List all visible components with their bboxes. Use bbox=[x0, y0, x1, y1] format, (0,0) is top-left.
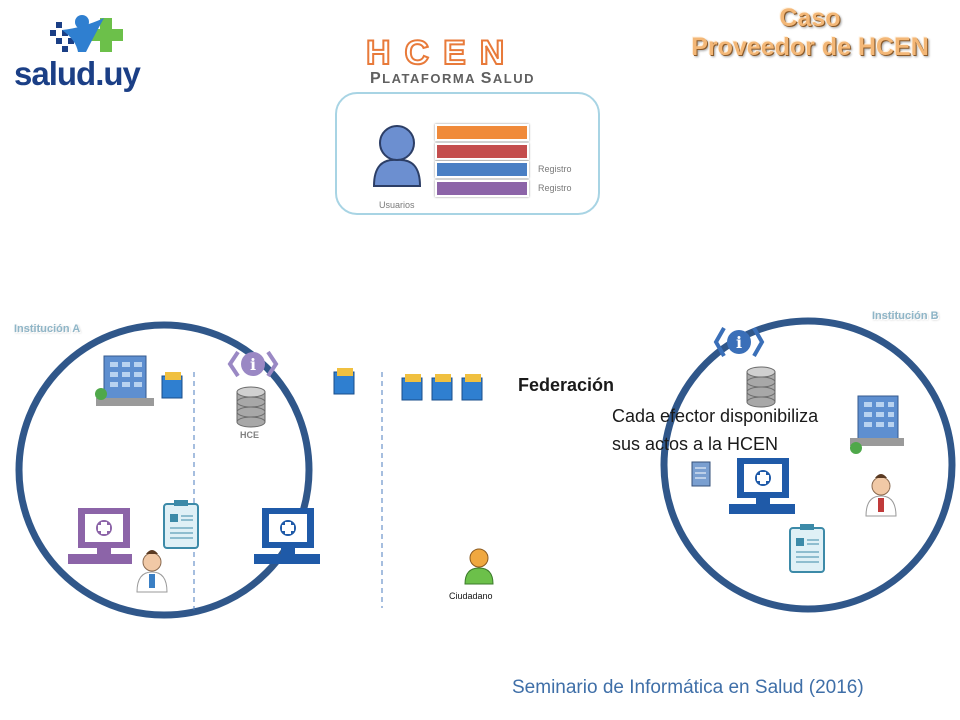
ciudadano-label: Ciudadano bbox=[449, 591, 493, 601]
institution-a-label: Institución A bbox=[14, 323, 81, 335]
info-badge-a-icon: i bbox=[227, 350, 279, 378]
institution-a-circle bbox=[15, 321, 313, 619]
info-badge-b-icon: i bbox=[713, 327, 765, 357]
logo-text: salud.uy bbox=[14, 55, 141, 92]
usuarios-icon bbox=[372, 125, 422, 187]
hospital-b-icon bbox=[850, 395, 904, 454]
database-b-icon bbox=[746, 366, 776, 408]
clipboard-b-icon bbox=[789, 524, 825, 573]
federacion-description: Cada efector disponibiliza sus actos a l… bbox=[612, 402, 818, 458]
federacion-line-2: sus actos a la HCEN bbox=[612, 434, 779, 454]
registro-label-1: Registro bbox=[538, 164, 572, 174]
database-a-icon bbox=[236, 386, 266, 428]
registro-label-2: Registro bbox=[538, 183, 572, 193]
title-line-2: Proveedor de HCEN bbox=[691, 33, 929, 61]
folder-icons bbox=[161, 368, 483, 401]
svg-text:i: i bbox=[736, 333, 742, 352]
computer-a-purple-icon bbox=[68, 508, 132, 564]
hce-label: HCE bbox=[240, 430, 260, 440]
usuarios-label: Usuarios bbox=[379, 200, 415, 210]
footer-seminar: Seminario de Informática en Salud (2016) bbox=[512, 677, 864, 698]
hcen-title: HCEN bbox=[365, 33, 519, 73]
registro-bar-3 bbox=[435, 161, 529, 178]
document-b-icon bbox=[691, 461, 711, 487]
ciudadano-icon bbox=[464, 548, 494, 585]
federacion-heading: Federación bbox=[518, 375, 615, 395]
registro-bar-2 bbox=[435, 143, 529, 160]
salud-uy-logo bbox=[0, 0, 140, 100]
svg-text:i: i bbox=[250, 355, 256, 374]
registro-bar-1 bbox=[435, 124, 529, 141]
institution-b-circle bbox=[660, 317, 956, 613]
title-line-1: Caso bbox=[779, 4, 841, 32]
institution-b-label: Institución B bbox=[872, 310, 939, 322]
logo-figure-icon bbox=[50, 15, 123, 52]
federacion-line-1: Cada efector disponibiliza bbox=[612, 406, 819, 426]
clipboard-a-icon bbox=[163, 500, 199, 549]
doctor-b-icon bbox=[865, 474, 897, 517]
registro-bar-4 bbox=[435, 180, 529, 197]
doctor-a-icon bbox=[136, 550, 168, 593]
computer-a-blue-icon bbox=[254, 508, 320, 564]
hospital-a-icon bbox=[95, 355, 154, 406]
plataforma-salud-label: PLATAFORMA SALUD bbox=[370, 70, 535, 87]
slide-title: Caso Proveedor de HCEN bbox=[660, 4, 960, 62]
computer-b-icon bbox=[729, 458, 795, 514]
